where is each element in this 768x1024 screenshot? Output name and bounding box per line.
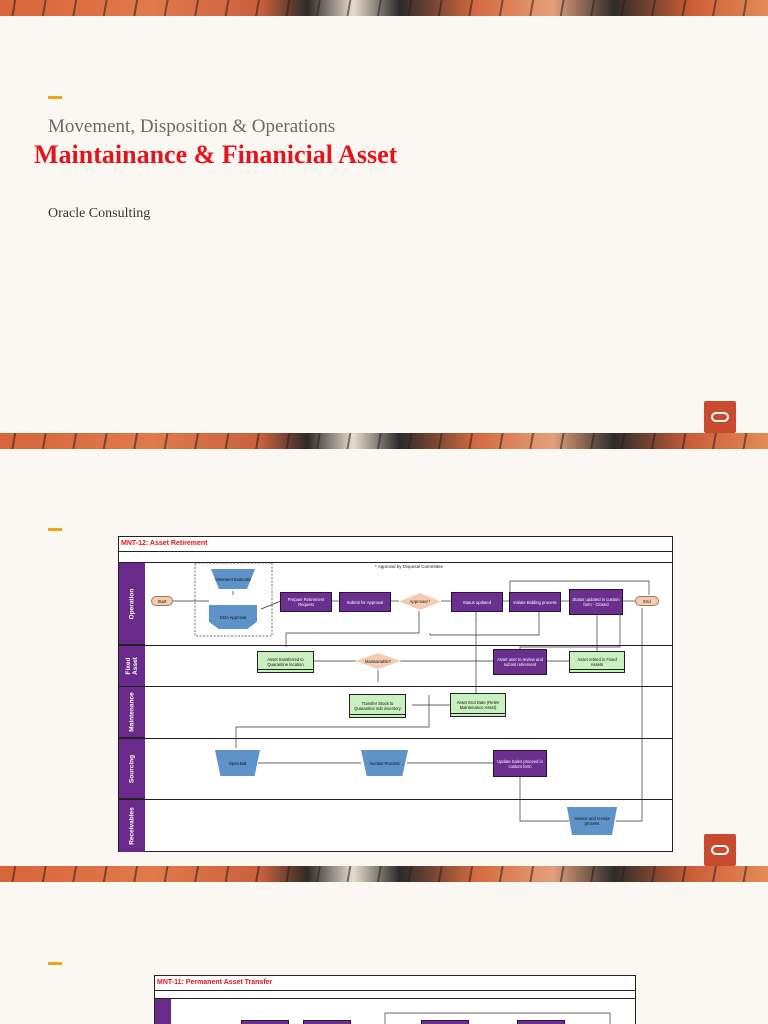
node-invoice-receipt: Invoice and receipt process <box>567 807 617 835</box>
accent-dash <box>48 96 62 99</box>
node-end: End <box>635 596 659 606</box>
lane-receivables: Receivables <box>119 800 145 852</box>
node-initiate-bidding: Initiate Bidding process <box>509 592 561 612</box>
node-asset-end-date: Asset End Date (Retire Maintenance Asset… <box>450 693 506 717</box>
lane-header <box>155 999 171 1024</box>
decision-maintainable: Maintainable? <box>355 653 401 669</box>
lane-divider <box>119 645 672 646</box>
lane-maintenance: Maintenance <box>119 687 145 738</box>
lane-sourcing: Sourcing <box>119 739 145 799</box>
node-retirement-evaluation: Retirement Evaluation <box>211 569 255 589</box>
node-status-updated: Status updated <box>451 592 503 612</box>
lane-divider <box>119 799 672 800</box>
header-divider <box>155 998 635 999</box>
node-asset-user-review: Asset user to review and submit retireme… <box>493 649 547 675</box>
node-transfer-stock: Transfer Stock to Quarantine sub invento… <box>349 694 406 718</box>
node-auction-process: Auction Process <box>361 750 408 776</box>
header-divider <box>155 990 635 991</box>
process-node <box>303 1020 351 1024</box>
node-status-updated-closed: Status updated in custom form - Closed <box>569 589 623 615</box>
node-submit-for-approval: Submit for Approval <box>339 592 391 612</box>
oracle-logo-icon <box>704 834 736 866</box>
node-open-bid: Open Bid <box>215 750 260 776</box>
lane-operation: Operation <box>119 563 145 645</box>
process-node <box>421 1020 469 1024</box>
node-asset-retired-fa: Asset retired in Fixed Assets <box>569 651 625 673</box>
diagram-slide-permanent-asset-transfer: MNT-11: Permanent Asset Transfer <box>0 882 768 1024</box>
node-start: Start <box>151 596 173 606</box>
decorative-banner-divider <box>0 866 768 882</box>
diagram-slide-asset-retirement: MNT-12: Asset Retirement * Approval by D… <box>0 449 768 866</box>
slide-title: Maintainance & Finanicial Asset <box>34 140 398 169</box>
diagram-title: MNT-12: Asset Retirement <box>121 540 208 547</box>
accent-dash <box>48 962 62 965</box>
decision-approved: Approved * <box>399 593 441 610</box>
node-asset-transferred: Asset transferred to Quarantine location <box>257 651 314 673</box>
accent-dash <box>48 528 62 531</box>
header-divider <box>119 551 672 552</box>
flow-diagram-permanent-asset-transfer: MNT-11: Permanent Asset Transfer <box>154 975 636 1024</box>
approval-note: * Approval by Disposal Committee <box>375 564 444 569</box>
process-node <box>241 1020 289 1024</box>
oracle-logo-icon <box>704 401 736 433</box>
node-prepare-retirement-request: Prepare Retirement Request <box>280 592 332 612</box>
flow-diagram-asset-retirement: MNT-12: Asset Retirement * Approval by D… <box>118 536 673 852</box>
node-doa-approval: DOA Approval <box>209 605 257 629</box>
process-node <box>517 1020 565 1024</box>
title-slide: Movement, Disposition & Operations Maint… <box>0 16 768 433</box>
decorative-banner-top <box>0 0 768 16</box>
lane-divider <box>119 738 672 739</box>
header-divider <box>119 562 672 563</box>
diagram-title: MNT-11: Permanent Asset Transfer <box>157 979 273 986</box>
lane-divider <box>119 686 672 687</box>
organization-name: Oracle Consulting <box>48 206 151 221</box>
slide-subtitle: Movement, Disposition & Operations <box>48 116 336 137</box>
decorative-banner-divider <box>0 433 768 449</box>
lane-fixed-asset: Fixed Asset <box>119 646 145 687</box>
node-update-sales: Update Sales proceed in custom form <box>493 750 547 777</box>
